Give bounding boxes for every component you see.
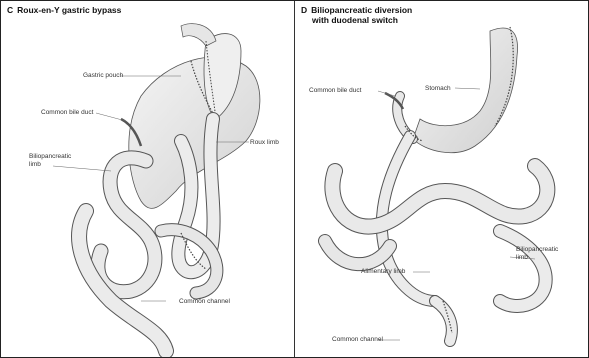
- label-biliopancreatic-limb-line2: limb: [516, 254, 528, 261]
- label-common-bile-duct: Common bile duct: [41, 109, 93, 116]
- label-biliopancreatic-limb-line1: Biliopancreatic: [516, 246, 558, 253]
- label-stomach: Stomach: [425, 85, 451, 92]
- label-biliopancreatic-limb-line1: Biliopancreatic: [29, 153, 71, 160]
- esophagus: [181, 24, 216, 46]
- label-gastric-pouch: Gastric pouch: [83, 72, 123, 79]
- roux-en-y-illustration: [1, 1, 294, 357]
- duodenal-switch-illustration: [295, 1, 588, 357]
- label-roux-limb: Roux limb: [250, 139, 279, 146]
- label-biliopancreatic-limb-line2: limb: [29, 161, 41, 168]
- label-common-bile-duct: Common bile duct: [309, 87, 361, 94]
- label-common-channel: Common channel: [179, 298, 230, 305]
- label-alimentary-limb: Alimentary limb: [361, 268, 405, 275]
- label-common-channel: Common channel: [332, 336, 383, 343]
